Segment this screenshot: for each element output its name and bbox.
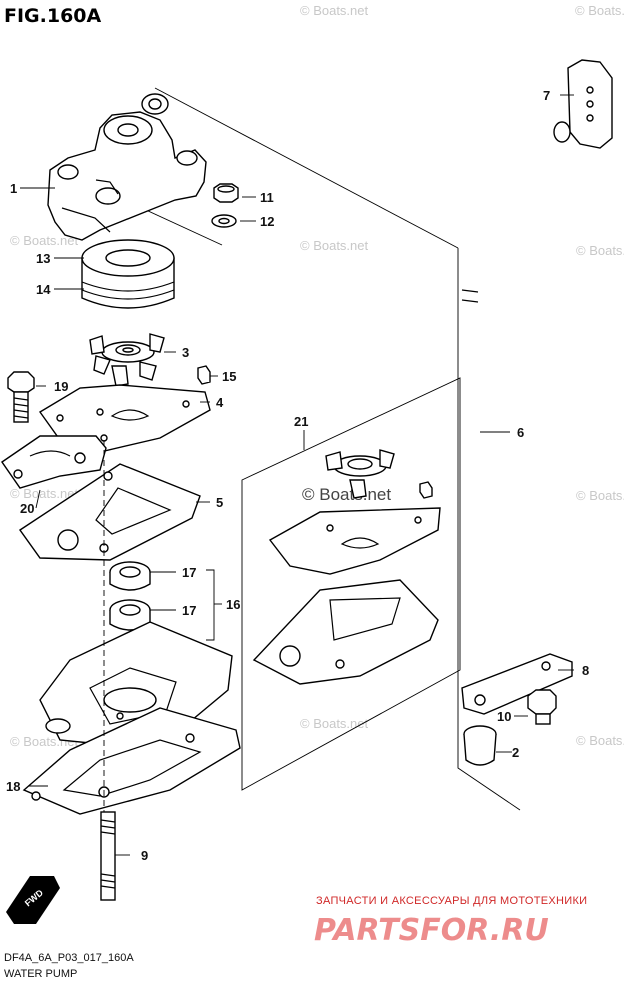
callout-1: 1 [10,181,17,196]
brand-name: PARTSFOR.RU [314,913,549,948]
watermark-7: © Boats.net [576,488,624,503]
fwd-arrow: FWD [6,876,60,924]
callout-13: 13 [36,251,50,266]
watermark-4: © Boats.net [300,238,369,253]
callout-11: 11 [260,190,274,205]
frame-line-top [154,87,459,249]
watermark-3: © Boats.net [10,233,79,248]
callout-3: 3 [182,345,189,360]
watermark-10: © Boats.net [576,733,624,748]
bolt [7,371,35,423]
hose-grommet [553,59,613,149]
callout-8: 8 [582,663,589,678]
leader-lines [20,94,574,856]
callout-2: 2 [512,745,519,760]
frame-line-right [457,248,521,811]
figure-title: FIG.160A [4,5,102,27]
watermark-2: © Boats.net [575,3,624,18]
pump-case [47,93,207,241]
callout-15: 15 [222,369,236,384]
watermark-1: © Boats.net [300,3,369,18]
callout-21: 21 [294,414,308,429]
bracket-bolt [527,689,557,725]
footer-code: DF4A_6A_P03_017_160A [4,952,134,964]
brand-tagline: ЗАПЧАСТИ И АКСЕССУАРЫ ДЛЯ МОТОТЕХНИКИ [316,895,587,907]
pump-liner [81,239,175,309]
nut [213,183,239,203]
oil-seal-lower [109,599,151,631]
callout-17-lower: 17 [182,603,196,618]
callout-20: 20 [20,501,34,516]
callout-9: 9 [141,848,148,863]
footer-name: WATER PUMP [4,968,77,980]
watermark-center: © Boats.net [302,485,391,504]
callout-12: 12 [260,214,274,229]
key [197,365,211,385]
hose-bracket [461,653,573,715]
callout-16: 16 [226,597,240,612]
callout-19: 19 [54,379,68,394]
impeller [89,333,165,387]
callout-6: 6 [517,425,524,440]
stud [100,811,116,901]
water-hose [461,126,562,668]
gasket-left [1,435,107,489]
watermark-6: © Boats.net [10,486,79,501]
impeller-repair-kit-box [241,377,461,791]
callout-18: 18 [6,779,20,794]
gasket [19,463,201,561]
callout-4: 4 [216,395,224,410]
watermark-5: © Boats.net [576,243,624,258]
watermark-9: © Boats.net [300,716,369,731]
callout-17-upper: 17 [182,565,196,580]
washer [211,214,237,228]
callout-10: 10 [497,709,511,724]
callout-5: 5 [216,495,223,510]
collar [463,725,497,766]
oil-seal-upper [109,561,151,591]
callout-14: 14 [36,282,51,297]
callout-7: 7 [543,88,550,103]
